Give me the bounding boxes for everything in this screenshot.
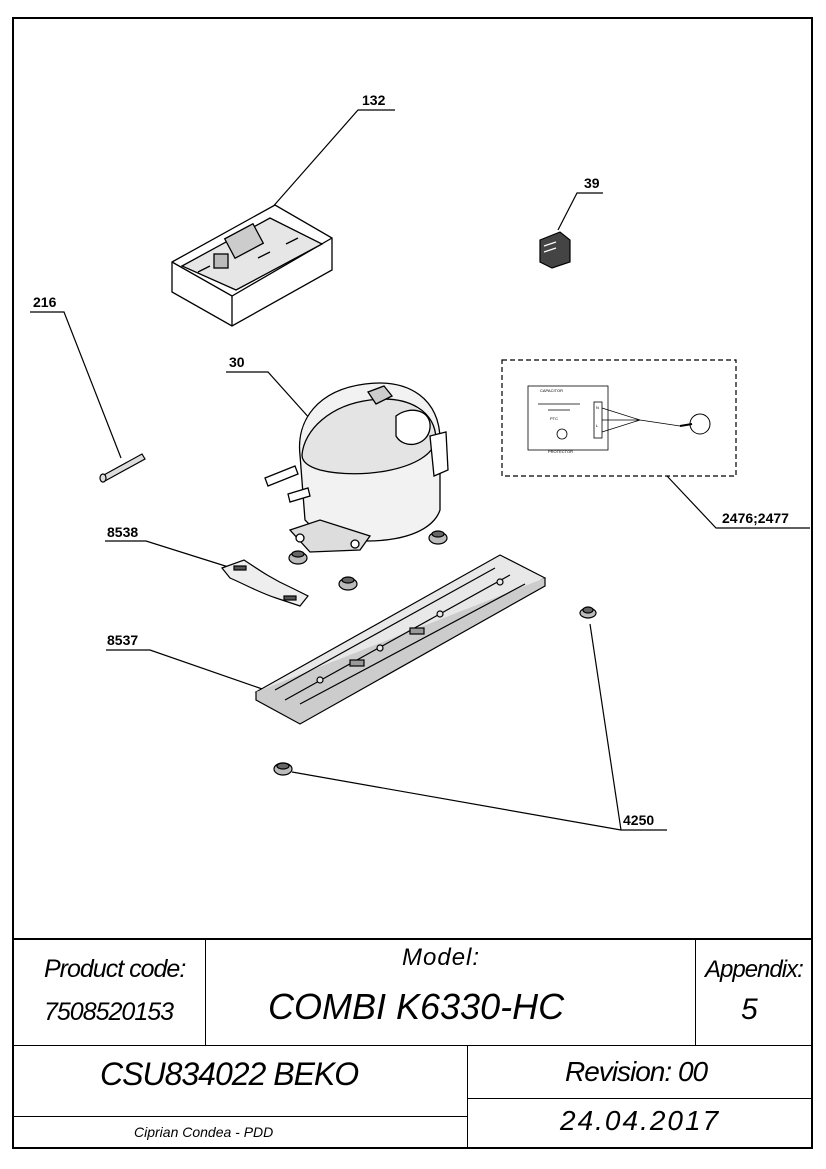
revision: Revision: 00 (565, 1056, 708, 1087)
author: Ciprian Condea - PDD (134, 1124, 274, 1140)
callout-132: 132 (362, 92, 386, 108)
leader-4250-a (291, 771, 667, 831)
grommets (273, 530, 597, 776)
callout-2476-2477: 2476;2477 (722, 510, 789, 526)
leader-39 (557, 192, 603, 231)
leader-30 (226, 371, 321, 431)
part-pin (99, 453, 146, 483)
title-cell-date (467, 1098, 813, 1149)
model-name: COMBI K6330-HC (268, 986, 565, 1027)
callout-30: 30 (229, 354, 245, 370)
appendix-number: 5 (741, 993, 758, 1026)
leader-132 (269, 109, 395, 211)
label-ptc: PTC (550, 416, 558, 421)
leader-8538 (105, 540, 239, 571)
part-bracket (221, 559, 309, 607)
product-code-label: Product code: (44, 955, 186, 983)
part-base-plate (254, 554, 547, 725)
model-label: Model: (402, 944, 481, 971)
callout-8537: 8537 (107, 632, 139, 648)
date: 24.04.2017 (560, 1105, 721, 1136)
callout-4250: 4250 (623, 812, 655, 828)
leader-4250-b (589, 623, 622, 831)
leader-8537 (106, 649, 266, 691)
part-relay (539, 231, 571, 269)
leader-216 (30, 311, 122, 459)
document-number: CSU834022 BEKO (100, 1056, 359, 1092)
part-terminal-cover (171, 204, 333, 327)
label-capacitor: CAPACITOR (540, 388, 563, 393)
label-terminal-l: L (596, 423, 599, 428)
label-terminal-n: N (596, 405, 599, 410)
part-wiring-harness: CAPACITOR PTC PROTECTOR N L (501, 359, 737, 477)
label-protector: PROTECTOR (548, 449, 573, 454)
appendix-label: Appendix: (705, 956, 804, 983)
product-code: 7508520153 (44, 998, 174, 1026)
callout-39: 39 (584, 175, 600, 191)
callout-216: 216 (33, 294, 57, 310)
title-cell-appendix (695, 938, 813, 1046)
leader-2476 (666, 475, 810, 529)
part-compressor (264, 382, 449, 553)
callout-8538: 8538 (107, 524, 139, 540)
